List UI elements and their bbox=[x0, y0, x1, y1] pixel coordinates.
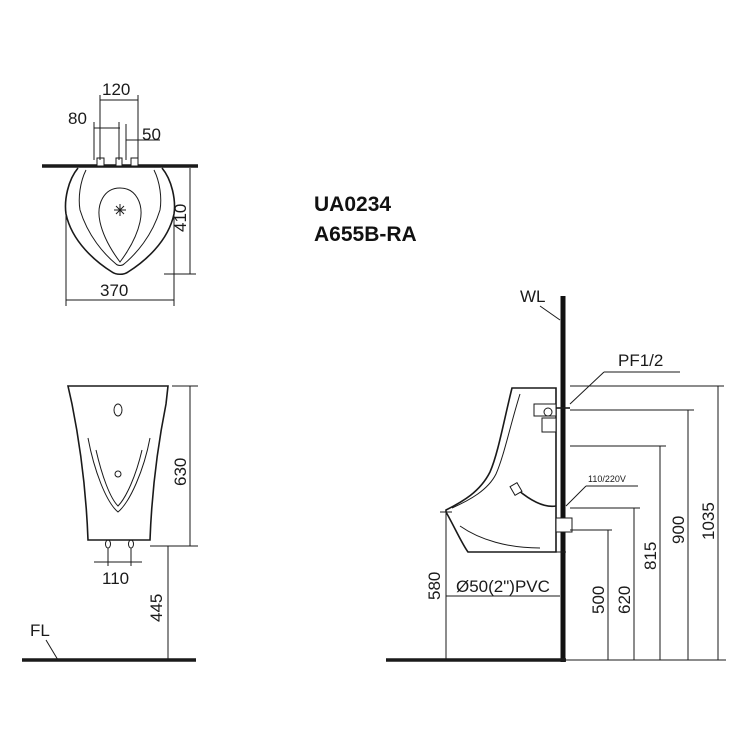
top-view-basin bbox=[98, 187, 142, 263]
inlet-label: PF1/2 bbox=[618, 351, 663, 370]
dim-80-label: 80 bbox=[68, 109, 87, 128]
front-view-drain-dot bbox=[114, 470, 122, 478]
side-view-bowl-inner bbox=[451, 393, 521, 509]
flush-valve-sensor bbox=[541, 417, 557, 433]
dim-120-label: 120 bbox=[102, 80, 130, 99]
dim-50-label: 50 bbox=[142, 125, 161, 144]
dim-445-label: 445 bbox=[147, 594, 166, 622]
front-view-spud-hole bbox=[113, 403, 123, 417]
side-view-body-outline bbox=[445, 387, 557, 553]
dim-815-label: 815 bbox=[641, 542, 660, 570]
power-connector bbox=[509, 481, 523, 497]
front-view-outlet-right bbox=[128, 539, 134, 549]
top-view-drain-icon bbox=[114, 204, 126, 216]
power-leader bbox=[565, 485, 587, 507]
top-view: 120 80 50 410 370 bbox=[42, 80, 198, 306]
top-view-outlet-stub bbox=[130, 157, 139, 167]
top-view-bowl-outline bbox=[64, 167, 176, 276]
model-variant: A655B-RA bbox=[314, 223, 417, 246]
dim-620-label: 620 bbox=[615, 586, 634, 614]
dim-370-label: 370 bbox=[100, 281, 128, 300]
dim-110-label: 110 bbox=[102, 569, 129, 588]
front-view-outlet-left bbox=[105, 539, 111, 549]
dim-630-label: 630 bbox=[171, 458, 190, 486]
wl-leader bbox=[539, 305, 561, 321]
dim-500-label: 500 bbox=[589, 586, 608, 614]
side-view-base-curve bbox=[459, 525, 541, 549]
dim-580-label: 580 bbox=[425, 572, 444, 600]
model-code: UA0234 bbox=[314, 193, 391, 216]
front-view-bowl-curve bbox=[87, 437, 151, 513]
power-label: 110/220V bbox=[588, 474, 626, 484]
dim-900-label: 900 bbox=[669, 516, 688, 544]
drain-outlet-fitting bbox=[555, 517, 573, 533]
fl-leader bbox=[45, 639, 59, 661]
power-cable bbox=[517, 489, 557, 508]
wall-label: WL bbox=[520, 287, 546, 306]
dim-410-label: 410 bbox=[171, 204, 190, 232]
top-view-bowl-inner bbox=[78, 169, 162, 266]
front-view-body-outline bbox=[67, 385, 169, 541]
front-view: 630 110 445 FL bbox=[22, 385, 198, 662]
front-view-bowl-curve-inner bbox=[95, 449, 143, 507]
side-view: WL PF1/2 110/220V Ø50(2")PVC 580 bbox=[386, 287, 726, 662]
floor-label: FL bbox=[30, 621, 50, 640]
flush-valve-knob bbox=[543, 407, 553, 417]
drain-label: Ø50(2")PVC bbox=[456, 577, 550, 596]
pf-leader bbox=[569, 371, 605, 405]
dim-1035-label: 1035 bbox=[699, 502, 718, 540]
